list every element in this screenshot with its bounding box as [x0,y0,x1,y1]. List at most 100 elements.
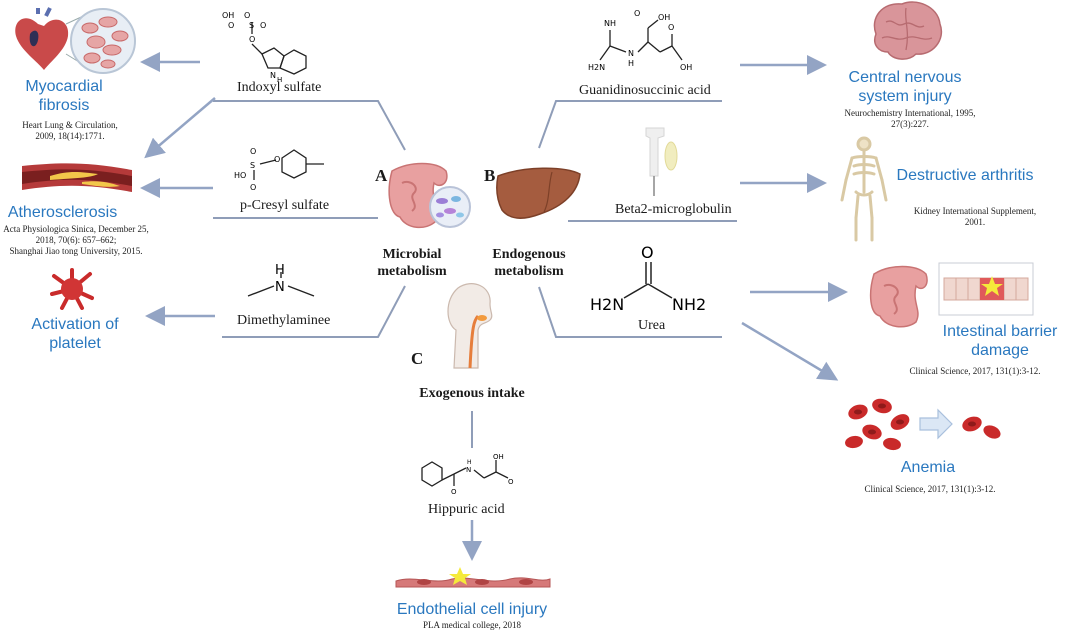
heart-icon [15,7,136,74]
cresyl-atom-o-link: O [274,155,280,164]
arthritis-ref-line2: 2001. [964,217,986,227]
myocardial-title-line1: Myocardial [25,78,103,95]
platelet-title-line2: platelet [49,335,101,352]
intestinal-title-line1: Intestinal barrier [942,323,1058,340]
intestinal-barrier-title: Intestinal barrier damage [930,322,1070,360]
guan-atom-o2: O [668,23,674,32]
dma-atom-h: H [275,264,285,278]
indoxyl-atom-o-right: O [260,21,266,30]
microbial-line1: Microbial [382,247,442,262]
guan-atom-o1: O [634,9,640,18]
cns-injury-title: Central nervous system injury [835,68,975,106]
anemia-reference: Clinical Science, 2017, 131(1):3-12. [864,484,996,494]
athero-ref-line3: Shanghai Jiao tong University, 2015. [9,246,143,256]
platelet-title-line1: Activation of [31,316,119,333]
intestine-icon [388,162,471,229]
cns-reference: Neurochemistry International, 1995, 27(3… [840,108,980,130]
intestinal-barrier-icon [938,262,1034,316]
cresyl-atom-s: S [250,161,255,170]
cns-ref-line1: Neurochemistry International, 1995, [844,108,976,118]
guan-atom-nh: NH [604,19,616,28]
guan-atom-oh1: OH [658,13,670,22]
human-head-icon [447,283,493,369]
bacteria-icon [429,186,471,228]
platelet-title: Activation of platelet [20,315,130,353]
label-c: C [411,349,424,368]
cns-title-line2: system injury [858,88,952,105]
dimethylamine-structure: H N [247,264,315,297]
bacteria-cells [436,196,464,218]
connector-urea [538,286,722,338]
label-b: B [484,166,496,185]
hipp-atom-o-amide: O [451,488,457,496]
artery-icon [22,163,132,192]
brain-icon [873,1,943,60]
connector-dma [222,285,406,338]
beta2-microglobulin-icon [645,127,678,196]
guan-atom-h2n: H2N [588,63,605,72]
indoxyl-atom-s: S [249,21,254,30]
myocardial-title-line2: fibrosis [38,97,90,114]
exogenous-intake-label: Exogenous intake [419,386,525,401]
arthritis-reference: Kidney International Supplement, 2001. [900,206,1050,228]
arrow-to-anemia [741,321,839,381]
indoxyl-atom-o-top: O [244,11,250,20]
compound-urea: Urea [638,318,666,333]
microbial-line2: metabolism [377,264,447,279]
urea-atom-h2n: H2N [590,295,624,314]
guan-atom-h: H [628,59,634,68]
intestinal-title-line2: damage [971,342,1029,359]
guanidinosuccinic-acid-structure: NH O OH H2N N H O OH [588,9,692,72]
connector-guanidino [538,100,722,149]
anemia-title: Anemia [900,459,956,476]
p-cresyl-sulfate-structure: O O S O HO [234,147,324,192]
compound-hippuric-acid: Hippuric acid [428,502,505,517]
connector-indoxyl [213,100,406,151]
indoxyl-atom-h: H [277,76,282,82]
intestine-icon-right [869,265,928,328]
endogenous-metabolism-label: Endogenous metabolism [488,246,570,280]
indoxyl-atom-o-left: O [228,21,234,30]
urea-atom-nh2: NH2 [672,295,706,314]
intestinal-reference: Clinical Science, 2017, 131(1):3-12. [909,366,1041,376]
indoxyl-atom-o-bottom: O [249,35,255,44]
cresyl-atom-o-bottom: O [250,183,256,192]
endogenous-line2: metabolism [494,264,564,279]
cns-ref-line2: 27(3):227. [891,119,929,129]
endothelial-reference: PLA medical college, 2018 [423,620,521,630]
transition-arrow-icon [919,408,953,440]
endothelial-injury-title: Endothelial cell injury [396,601,548,618]
athero-ref-line2: 2018, 70(6): 657–662; [35,235,117,245]
atherosclerosis-reference: Acta Physiologica Sinica, December 25, 2… [0,224,152,257]
cresyl-atom-ho: HO [234,171,246,180]
compound-beta2-microglobulin: Beta2-microglobulin [615,202,732,217]
hipp-atom-h: H [467,459,472,466]
urea-atom-o: O [641,243,654,262]
urea-structure: O H2N NH2 [590,243,706,314]
compound-indoxyl-sulfate: Indoxyl sulfate [237,80,322,95]
cresyl-atom-o-top: O [250,147,256,156]
label-a: A [375,166,388,185]
endothelium-icon [395,567,551,588]
endogenous-line1: Endogenous [492,247,566,262]
guan-atom-oh2: OH [680,63,692,72]
indoxyl-sulfate-structure: O O O OH S O N H [222,11,307,82]
atherosclerosis-title: Atherosclerosis [7,204,118,221]
hipp-atom-n: N [466,466,471,474]
skeleton-icon [840,136,888,242]
compound-dimethylamine: Dimethylaminee [237,313,331,328]
arrow-to-atherosclerosis [144,97,216,159]
myocardial-reference: Heart Lung & Circulation, 2009, 18(14):1… [10,120,130,142]
indoxyl-atom-oh: OH [222,11,234,20]
arthritis-ref-line1: Kidney International Supplement, [913,206,1037,216]
hipp-atom-o-acid: O [508,478,514,486]
guan-atom-n: N [628,49,634,58]
platelet-icon [50,268,94,310]
hipp-atom-oh: OH [493,453,504,461]
hippuric-acid-structure: N H O OH O [421,453,514,496]
microbial-metabolism-label: Microbial metabolism [372,246,452,280]
indoxyl-atom-n: N [270,71,276,80]
myocardial-fibrosis-title: Myocardial fibrosis [4,77,124,115]
compound-guanidinosuccinic-acid: Guanidinosuccinic acid [579,83,711,98]
